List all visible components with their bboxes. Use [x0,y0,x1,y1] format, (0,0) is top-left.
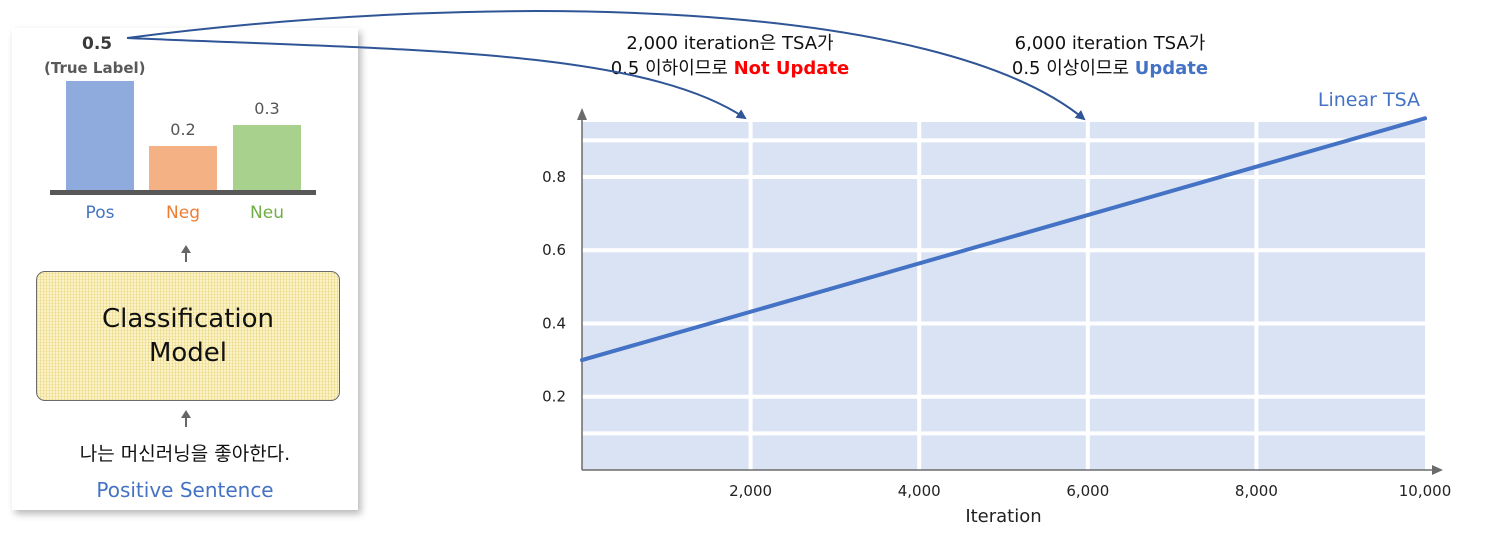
bar-neg [149,146,217,190]
classification-model-box: Classification Model [36,271,340,401]
x-tick-label: 6,000 [1066,482,1109,500]
sentence-type-label: Positive Sentence [96,478,274,502]
input-sentence: 나는 머신러닝을 좋아한다. [79,443,291,465]
true-label-value: 0.5 [82,34,113,54]
y-tick-label: 0.8 [542,168,566,186]
probability-bar-chart: 0.2 0.3 [58,28,318,190]
series-line-linear-tsa [580,116,1427,363]
y-tick-label: 0.6 [542,241,566,259]
annotation-line2: 0.5 이상이므로 [1011,58,1135,79]
model-label: Classification Model [101,304,275,368]
x-tick-label: 2,000 [729,482,772,500]
annotation-not-update: 2,000 iteration은 TSA가 0.5 이하이므로 Not Upda… [560,31,900,81]
up-arrow-icon [181,245,191,262]
bar-value-label: 0.3 [254,98,280,118]
bar-neu [233,124,301,190]
plot-background [582,122,1425,470]
x-tick-label: 8,000 [1235,482,1278,500]
annotation-line1: 6,000 iteration TSA가 [1014,33,1206,54]
y-axis-arrow-icon [577,108,587,120]
bar-baseline [50,190,316,195]
true-label-caption: (True Label) [44,59,146,77]
series-label: Linear TSA [1318,89,1420,111]
annotation-line1: 2,000 iteration은 TSA가 [626,33,834,54]
bar-pos [66,81,134,190]
x-tick-label: 4,000 [898,482,941,500]
bar-value-label: 0.2 [170,120,196,140]
classification-panel: 0.5 (True Label) 0.2 0.3 Pos Neg Neu Classi… [12,28,358,510]
y-tick-label: 0.4 [542,314,566,332]
arrow-to-6000 [126,10,1086,121]
annotation-update: 6,000 iteration TSA가 0.5 이상이므로 Update [970,31,1250,81]
bar-category-label: Neu [250,203,284,223]
x-axis-arrow-icon [1432,465,1443,475]
annotation-line2: 0.5 이하이므로 [610,58,734,79]
up-arrow-icon [181,410,191,427]
not-update-highlight: Not Update [733,58,850,79]
x-tick-label: 10,000 [1399,482,1452,500]
arrow-to-2000 [126,37,747,120]
x-axis-title: Iteration [965,506,1041,527]
update-highlight: Update [1134,58,1209,79]
y-tick-label: 0.2 [542,388,566,406]
bar-category-label: Neg [166,203,200,223]
bar-category-label: Pos [85,203,115,223]
